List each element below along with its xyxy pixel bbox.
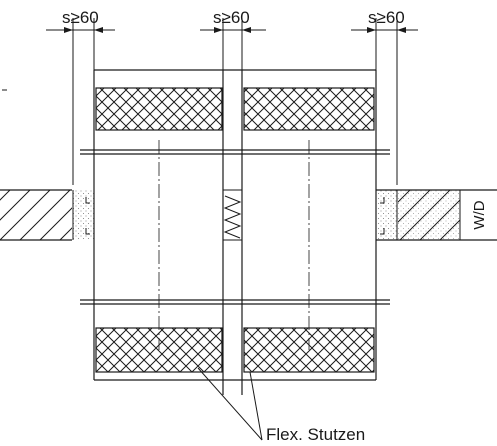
flex-connector-label: Flex. Stutzen [266,425,365,444]
dimension-lines [46,18,418,185]
dimension-label-left: s≥60 [62,8,99,27]
leader-lines [197,367,263,441]
center-seal [222,189,243,241]
wall-left [0,189,94,241]
insulation-blocks [95,87,375,373]
wall-right [376,189,497,241]
center-lines [158,140,310,350]
dimension-label-center: s≥60 [213,8,250,27]
wall-thickness-label: W/D [471,200,488,229]
dimension-label-right: s≥60 [368,8,405,27]
flange-clips [85,197,385,235]
